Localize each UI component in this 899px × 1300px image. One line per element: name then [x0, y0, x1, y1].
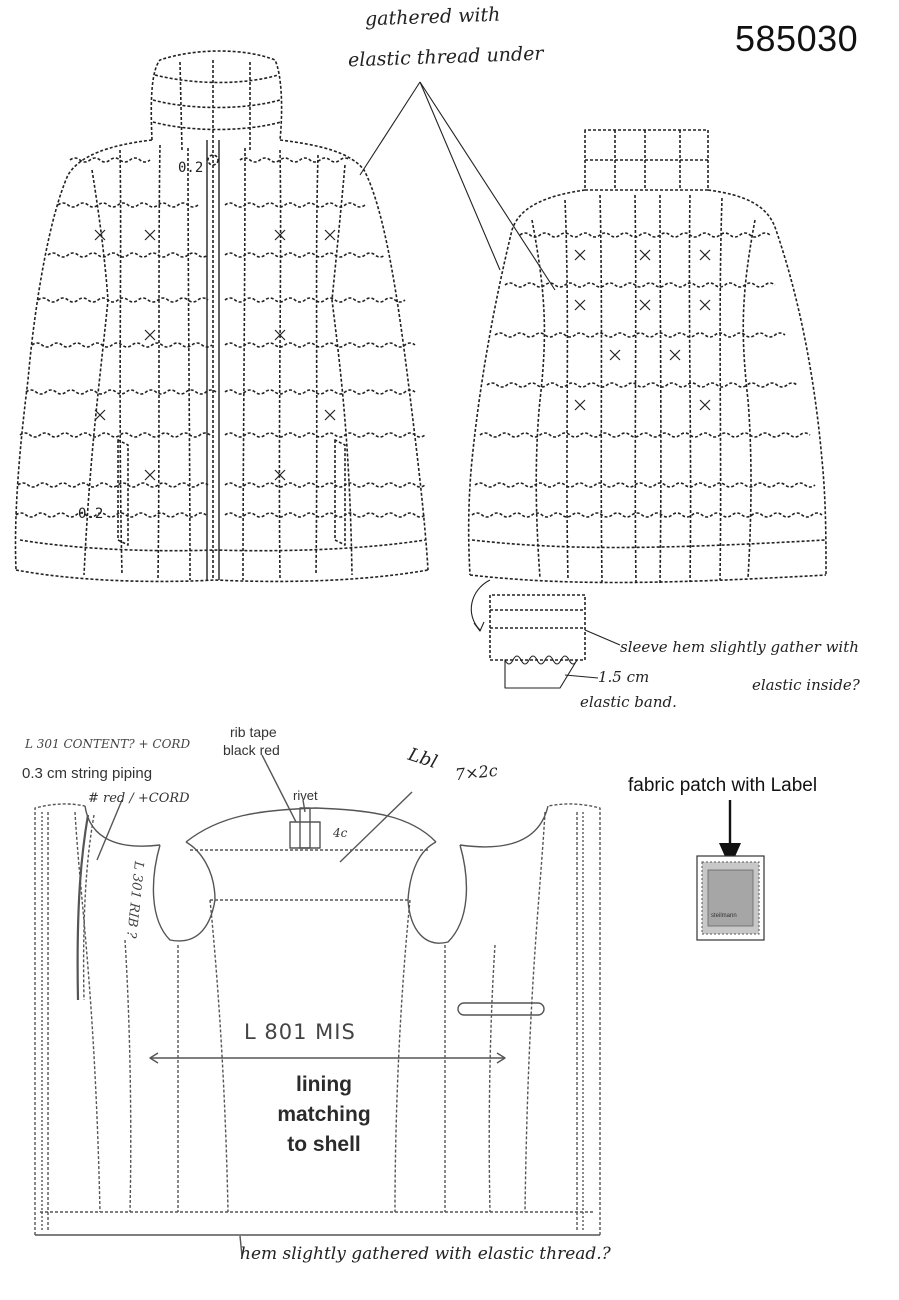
cuff-note-line4: elastic band. — [580, 693, 677, 711]
lining-text-line2: matching — [277, 1103, 371, 1126]
fabric-patch-drawing — [696, 800, 765, 941]
fabric-patch-caption: fabric patch with Label — [628, 775, 818, 796]
inside-view-drawing — [34, 754, 601, 1257]
back-jacket-drawing — [467, 129, 827, 689]
rib-tape-note-line2: black red — [223, 742, 280, 758]
measure-front-pocket: 0.2 — [78, 506, 104, 522]
cuff-note-line2: elastic inside? — [752, 676, 860, 694]
lining-contents-note: L 301 CONTENT? + CORD — [25, 737, 191, 751]
piping-note-line1: 0.3 cm string piping — [22, 765, 153, 782]
hem-note: hem slightly gathered with elastic threa… — [240, 1244, 611, 1264]
front-jacket-drawing — [14, 50, 429, 583]
four-cm-note: 4c — [333, 826, 348, 840]
inner-code-label: L 801 MIS — [244, 1020, 356, 1044]
measure-front-top: 0.2 — [178, 160, 204, 176]
style-number: 585030 — [735, 18, 859, 59]
lining-text-line1: lining — [296, 1073, 352, 1096]
lining-text-line3: to shell — [287, 1133, 361, 1156]
rivet-note: rivet — [293, 788, 318, 803]
cuff-note-line3: 1.5 cm — [598, 668, 650, 686]
piping-note-line2: # red / +CORD — [88, 791, 190, 806]
rib-tape-note-line1: rib tape — [230, 724, 277, 740]
gathered-note-line1: gathered with — [364, 3, 501, 31]
patch-brand-label: steilmann — [711, 913, 737, 919]
cuff-note-line1: sleeve hem slightly gather with — [620, 638, 859, 656]
